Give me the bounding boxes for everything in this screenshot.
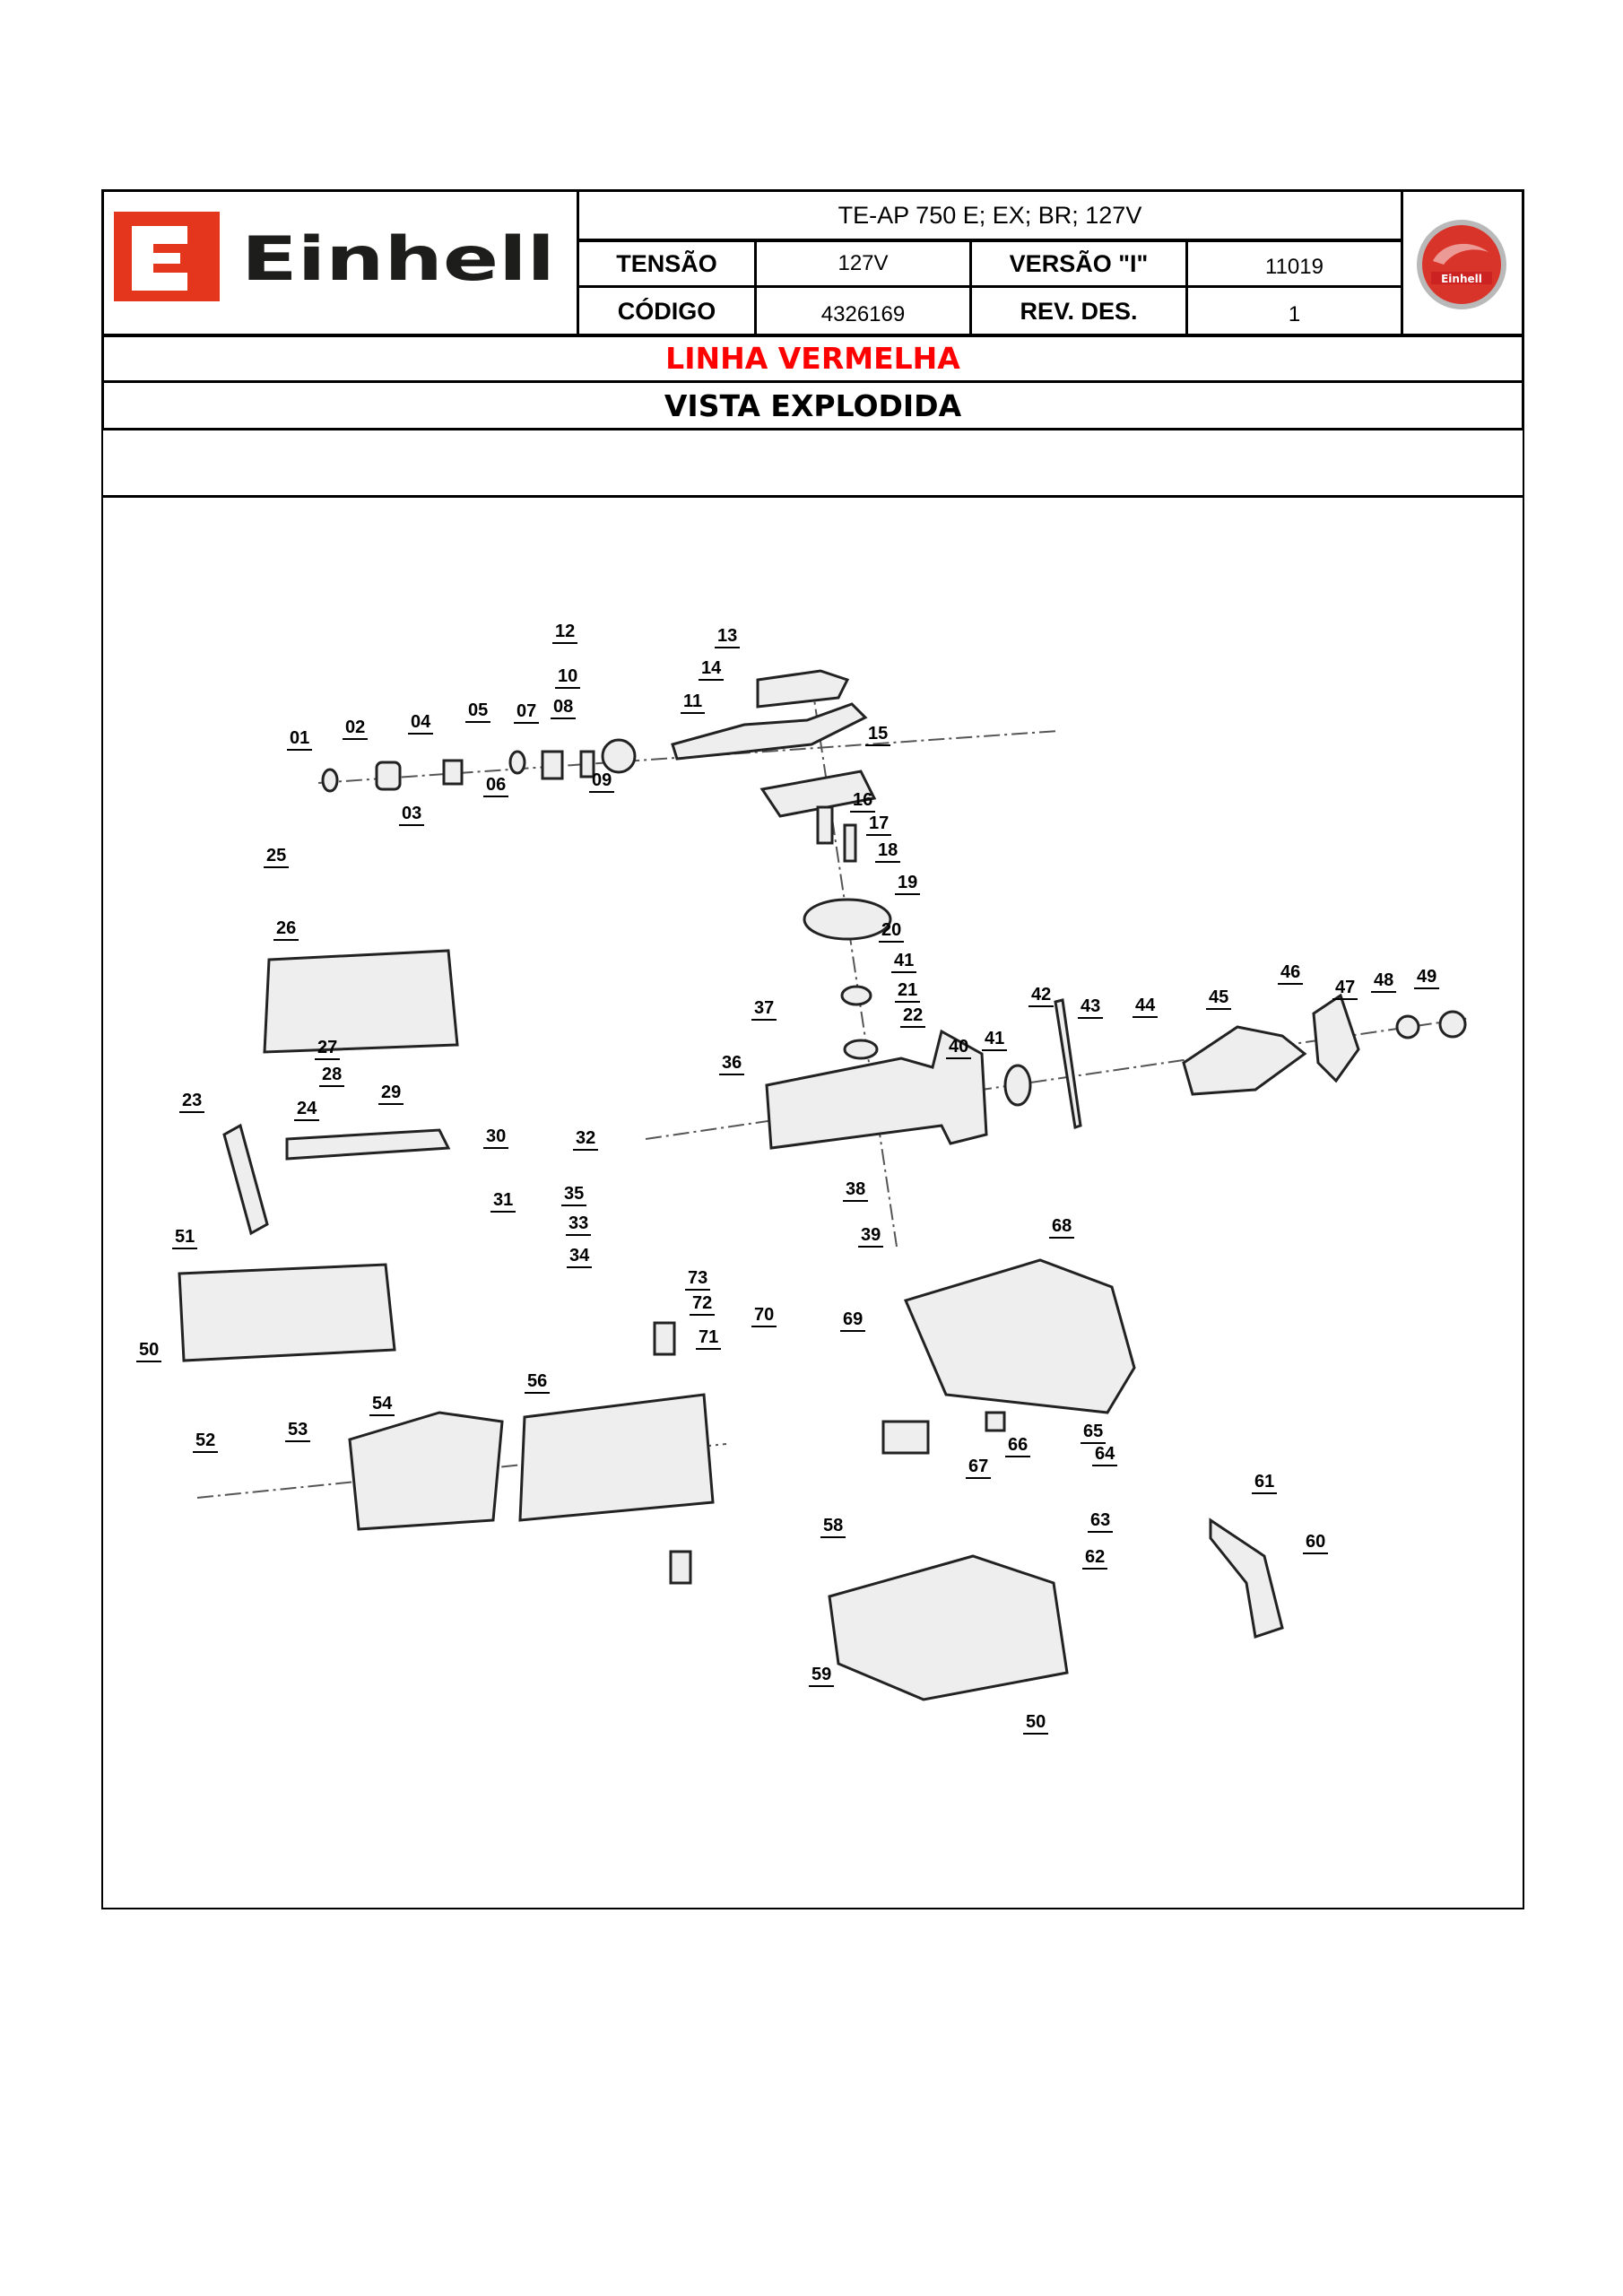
part-callout: 61	[1252, 1472, 1278, 1494]
authorized-service-seal: Einhell	[1415, 218, 1508, 311]
part-callout: 25	[264, 846, 290, 868]
part-callout: 33	[566, 1213, 592, 1236]
part-callout: 36	[719, 1053, 745, 1075]
blank-row	[101, 428, 1524, 498]
part-callout: 38	[843, 1179, 869, 1202]
part-callout: 69	[840, 1309, 866, 1332]
part-callout: 13	[715, 626, 741, 648]
revision-label: REV. DES.	[1020, 297, 1138, 325]
part-callout: 71	[696, 1327, 722, 1350]
part-callout: 04	[408, 712, 434, 735]
part-callout: 42	[1028, 985, 1055, 1007]
part-callout: 26	[273, 918, 299, 941]
part-callout: 41	[891, 951, 917, 973]
model-name: TE-AP 750 E; EX; BR; 127V	[838, 201, 1142, 229]
part-callout: 66	[1005, 1435, 1031, 1457]
part-callout: 34	[567, 1246, 593, 1268]
part-callout: 73	[685, 1268, 711, 1291]
part-callout: 68	[1049, 1216, 1075, 1239]
part-callout: 65	[1081, 1422, 1107, 1444]
voltage-value: 127V	[838, 251, 889, 275]
part-callout: 50	[1023, 1712, 1049, 1735]
part-callout: 46	[1278, 962, 1304, 985]
part-callout: 07	[514, 701, 540, 724]
brand-logo: Einhell	[114, 212, 562, 301]
part-callout: 39	[858, 1225, 884, 1248]
svg-text:Einhell: Einhell	[241, 224, 555, 295]
part-callout: 58	[820, 1516, 846, 1538]
revision-value: 1	[1288, 302, 1301, 326]
part-callout: 60	[1303, 1532, 1329, 1554]
part-callout: 22	[900, 1005, 926, 1028]
part-callout: 18	[875, 840, 901, 863]
part-callout: 40	[946, 1037, 972, 1059]
part-callout: 06	[483, 775, 509, 797]
part-callout: 43	[1078, 996, 1104, 1019]
part-callout: 23	[179, 1091, 205, 1113]
part-callout: 72	[690, 1293, 716, 1316]
part-callout: 08	[551, 697, 577, 719]
part-callout: 14	[699, 658, 725, 681]
voltage-label: TENSÃO	[616, 249, 717, 277]
part-callout: 64	[1092, 1444, 1118, 1466]
part-callout: 30	[483, 1126, 509, 1149]
part-callout: 02	[343, 718, 369, 740]
part-callout: 63	[1088, 1510, 1114, 1533]
part-callout: 70	[751, 1305, 777, 1327]
part-callout: 51	[172, 1227, 198, 1249]
version-label: VERSÃO "I"	[1009, 249, 1149, 277]
part-callout: 11	[681, 691, 706, 714]
part-callout: 37	[751, 998, 777, 1021]
part-callout: 35	[561, 1184, 587, 1206]
part-callout: 05	[465, 700, 491, 723]
part-callout: 56	[525, 1371, 551, 1394]
part-callout: 09	[589, 770, 615, 793]
part-callout: 44	[1133, 996, 1159, 1018]
part-callout: 47	[1332, 978, 1358, 1000]
part-callout: 54	[369, 1394, 395, 1416]
part-callout: 45	[1206, 987, 1232, 1010]
section-title: VISTA EXPLODIDA	[664, 387, 962, 423]
version-value: 11019	[1265, 255, 1324, 279]
diagram-frame	[101, 495, 1524, 1909]
part-callout: 59	[809, 1665, 835, 1687]
part-callout: 53	[285, 1420, 311, 1442]
part-callout: 15	[865, 724, 891, 746]
part-callout: 29	[378, 1083, 404, 1105]
part-callout: 19	[895, 873, 921, 895]
part-callout: 49	[1414, 967, 1440, 989]
part-callout: 20	[879, 920, 905, 943]
part-callout: 50	[136, 1340, 162, 1362]
line-title: LINHA VERMELHA	[665, 341, 960, 376]
svg-text:Einhell: Einhell	[1441, 273, 1482, 285]
part-callout: 21	[895, 980, 921, 1003]
part-callout: 27	[315, 1038, 341, 1060]
part-callout: 48	[1371, 970, 1397, 993]
part-callout: 12	[552, 622, 578, 644]
code-label: CÓDIGO	[617, 297, 716, 325]
part-callout: 17	[866, 813, 892, 836]
part-callout: 67	[966, 1457, 992, 1479]
part-callout: 52	[193, 1431, 219, 1453]
section-title-row	[101, 380, 1524, 430]
part-callout: 32	[573, 1128, 599, 1151]
part-callout: 24	[294, 1099, 320, 1121]
part-callout: 31	[490, 1190, 516, 1213]
part-callout: 01	[287, 728, 313, 751]
part-callout: 28	[319, 1065, 345, 1087]
part-callout: 03	[399, 804, 425, 826]
part-callout: 10	[555, 666, 581, 689]
part-callout: 41	[982, 1029, 1008, 1051]
code-value: 4326169	[820, 302, 906, 326]
part-callout: 62	[1082, 1547, 1108, 1570]
part-callout: 16	[850, 790, 876, 813]
